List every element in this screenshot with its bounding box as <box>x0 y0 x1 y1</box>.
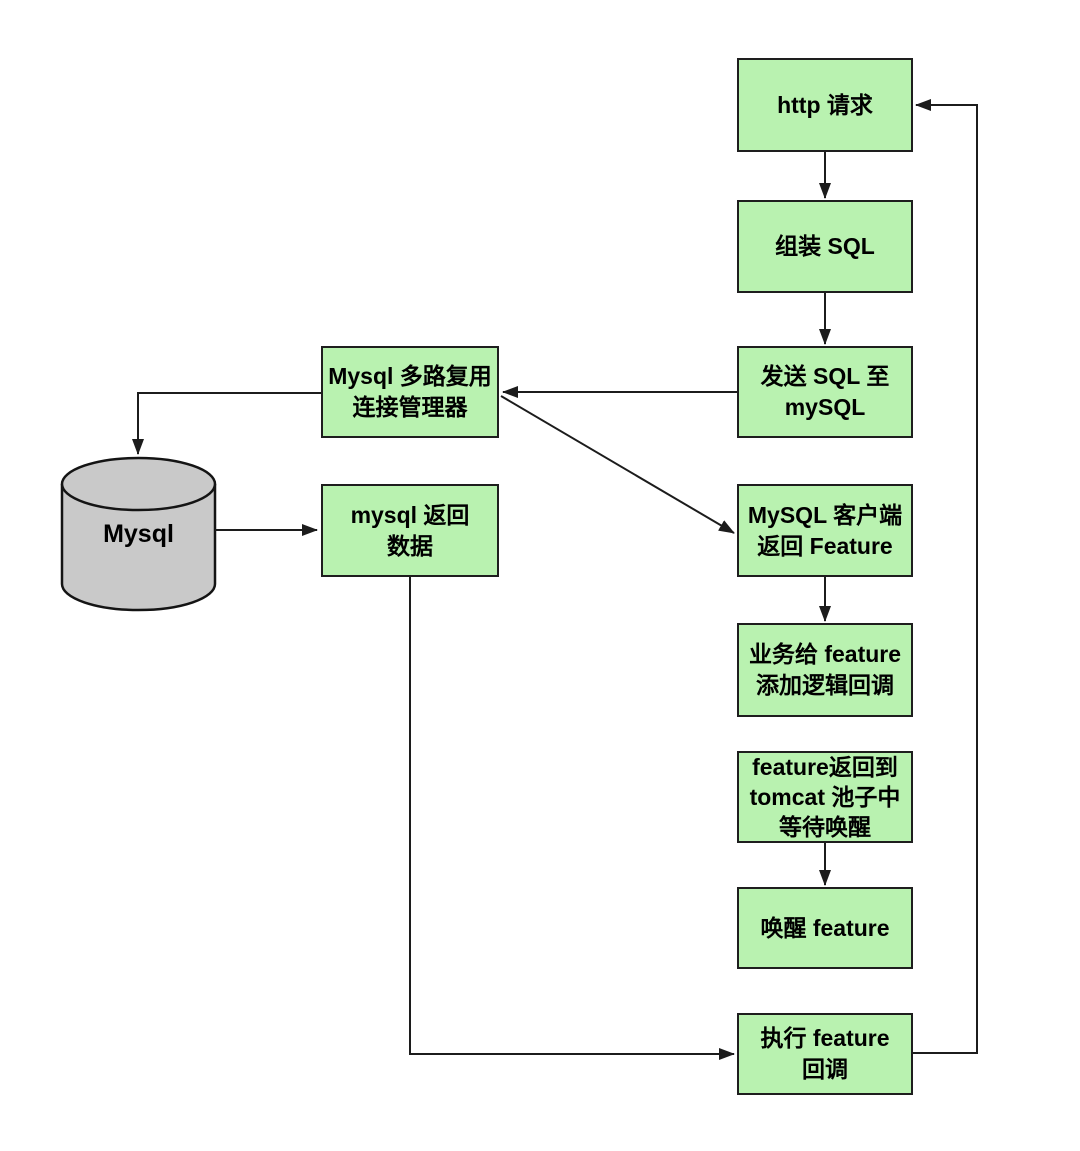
edge-multiplex-to-client-arrow <box>500 395 735 534</box>
edge-multiplex-to-database-arrow <box>132 392 321 455</box>
node-assemble-sql: 组装 SQL <box>737 200 913 293</box>
node-wake-feature: 唤醒 feature <box>737 887 913 969</box>
node-execute-feature-callback: 执行 feature 回调 <box>737 1013 913 1095</box>
database-label: Mysql <box>103 519 174 548</box>
node-feature-return-tomcat-pool: feature返回到 tomcat 池子中 等待唤醒 <box>737 751 913 843</box>
node-mysql-client-return-feature: MySQL 客户端 返回 Feature <box>737 484 913 577</box>
node-mysql-return-data: mysql 返回 数据 <box>321 484 499 577</box>
edge-returndata-to-execute-arrow <box>409 577 735 1060</box>
edge-execute-to-http-loop-arrow <box>913 99 978 1054</box>
node-send-sql-to-mysql: 发送 SQL 至 mySQL <box>737 346 913 438</box>
node-add-logic-callback: 业务给 feature 添加逻辑回调 <box>737 623 913 717</box>
node-mysql-multiplex-connection-manager: Mysql 多路复用 连接管理器 <box>321 346 499 438</box>
node-http-request: http 请求 <box>737 58 913 152</box>
